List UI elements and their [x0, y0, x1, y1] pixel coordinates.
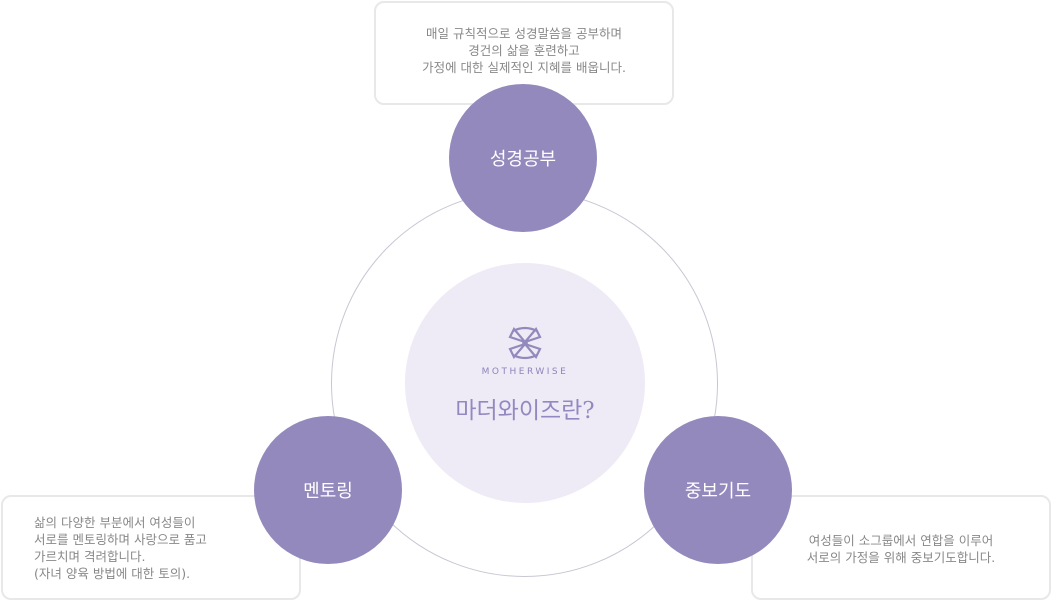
node-label: 성경공부	[489, 149, 557, 170]
prayer-description-box: 여성들이 소그룹에서 연합을 이루어 서로의 가정을 위해 중보기도합니다.	[751, 495, 1051, 600]
node-label: 멘토링	[303, 481, 353, 502]
center-circle: MOTHERWISE 마더와이즈란?	[405, 263, 645, 503]
flower-logo-icon	[405, 325, 645, 365]
bible-study-description: 매일 규칙적으로 성경말씀을 공부하며 경건의 삶을 훈련하고 가정에 대한 실…	[422, 26, 626, 75]
brand-name: MOTHERWISE	[481, 367, 569, 377]
prayer-description: 여성들이 소그룹에서 연합을 이루어 서로의 가정을 위해 중보기도합니다.	[806, 533, 996, 565]
center-question: 마더와이즈란?	[455, 398, 595, 424]
node-bible-study: 성경공부	[449, 84, 597, 232]
node-label: 중보기도	[684, 481, 752, 502]
node-prayer: 중보기도	[644, 416, 792, 564]
node-mentoring: 멘토링	[254, 416, 402, 564]
mentoring-description: 삶의 다양한 부분에서 여성들이 서로를 멘토링하며 사랑으로 품고 가르치며 …	[34, 515, 207, 581]
mentoring-description-box: 삶의 다양한 부분에서 여성들이 서로를 멘토링하며 사랑으로 품고 가르치며 …	[1, 495, 301, 600]
